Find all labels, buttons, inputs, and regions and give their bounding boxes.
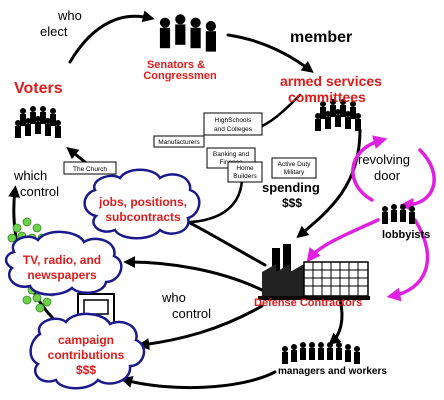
jobs-cloud-line1: jobs, positions,: [98, 195, 187, 209]
tv-cloud-line1: TV, radio, and: [23, 253, 101, 267]
label-armed-services-2: committees: [288, 89, 366, 105]
label-spending-dollars: $$$: [282, 196, 302, 210]
label-who-control-2: control: [172, 306, 211, 321]
svg-text:and Colleges: and Colleges: [214, 126, 253, 133]
svg-text:Active Duty: Active Duty: [278, 161, 312, 168]
arrow-voters-to-senators: [68, 10, 155, 64]
box-church: The Church: [63, 161, 117, 175]
svg-text:Banking and: Banking and: [213, 151, 250, 158]
box-active-duty: Active Duty Military: [271, 157, 317, 179]
arrow-managers-to-campaign: [120, 370, 277, 390]
label-which-control-1: which: [13, 168, 47, 183]
label-voters: Voters: [14, 80, 63, 97]
campaign-cloud: campaign contributions $$$: [29, 312, 146, 390]
voters-figures: [15, 106, 61, 138]
jobs-cloud: jobs, positions, subcontracts: [83, 168, 201, 240]
label-armed-services-1: armed services: [280, 73, 382, 89]
arrow-contractors-to-campaign: [137, 304, 264, 351]
arrow-committees-to-contractors: [296, 128, 362, 239]
tv-cloud: TV, radio, and newspapers: [4, 230, 123, 296]
jobs-cloud-line2: subcontracts: [105, 210, 181, 224]
svg-text:Manufacturers: Manufacturers: [158, 139, 200, 146]
campaign-cloud-line1: campaign: [58, 333, 114, 347]
campaign-cloud-line3: $$$: [76, 363, 96, 377]
label-defense-contractors: Defense Contractors: [254, 297, 362, 309]
box-highschools: HighSchools and Colleges: [203, 112, 263, 136]
senators-figures: [159, 14, 216, 52]
revolving-door-arrows: [306, 135, 436, 302]
label-who-elect-2: elect: [40, 24, 68, 39]
label-who-elect-1: who: [57, 8, 82, 23]
label-who-control-1: who: [161, 290, 186, 305]
arrow-contractors-to-tv: [123, 256, 264, 292]
svg-text:The Church: The Church: [73, 166, 107, 173]
label-managers-workers: managers and workers: [278, 366, 387, 377]
svg-text:HighSchools: HighSchools: [215, 117, 252, 124]
arrow-contractors-to-managers: [328, 298, 344, 346]
lobbyist-figures: [382, 204, 415, 224]
svg-text:Home: Home: [236, 165, 254, 172]
label-senators-2: Congressmen: [143, 70, 217, 82]
arrow-senators-to-committees: [226, 33, 314, 73]
campaign-cloud-line2: contributions: [48, 348, 125, 362]
worker-figures: [282, 342, 360, 364]
svg-text:Builders: Builders: [233, 173, 257, 180]
svg-text:Military: Military: [284, 169, 305, 176]
label-senators-1: Senators &: [147, 59, 205, 71]
label-revolving-1: revolving: [358, 152, 410, 167]
institution-boxes: HighSchools and Colleges Manufacturers B…: [63, 112, 317, 183]
box-manufacturers: Manufacturers: [153, 135, 205, 148]
label-which-control-2: control: [20, 184, 59, 199]
label-spending: spending: [262, 180, 320, 195]
label-lobbyists: lobbyists: [382, 229, 430, 241]
label-revolving-2: door: [374, 168, 401, 183]
tv-cloud-line2: newspapers: [27, 268, 97, 282]
box-home-builders: Home Builders: [227, 161, 263, 183]
label-member: member: [290, 29, 352, 46]
factory-icon: [258, 244, 370, 300]
